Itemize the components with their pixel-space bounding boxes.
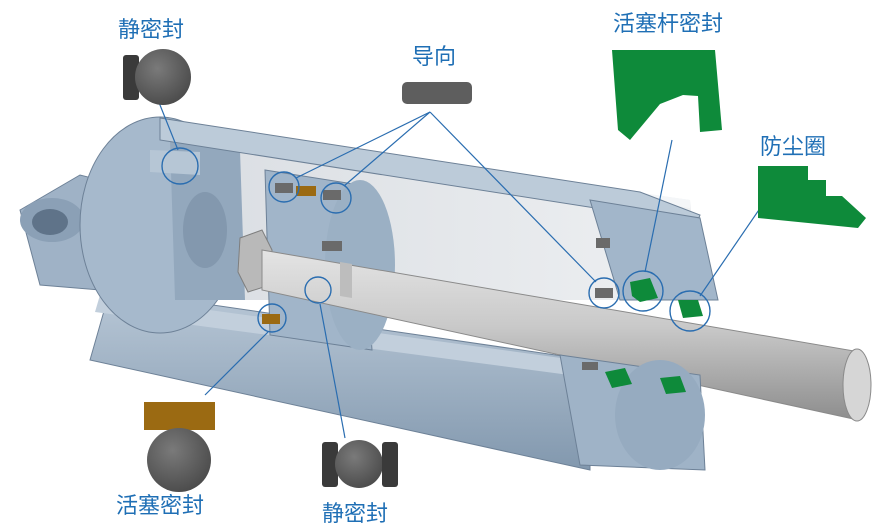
- guide-strip-icon: [402, 82, 472, 104]
- rod-seal-icon: [612, 50, 722, 140]
- label-static-seal-bottom: 静密封: [322, 502, 389, 527]
- label-rod-seal: 活塞杆密封: [613, 12, 724, 37]
- piston-seal-icon: [144, 402, 215, 492]
- label-dust-ring: 防尘圈: [760, 135, 827, 160]
- rear-end-cap: [19, 116, 245, 334]
- static-seal-icon-top: [123, 49, 191, 105]
- static-seal-icon-bottom: [322, 440, 398, 488]
- leader-lines: [157, 99, 779, 439]
- label-piston-seal: 活塞密封: [116, 494, 205, 519]
- label-guide: 导向: [412, 45, 457, 70]
- highlight-circles: [161, 147, 711, 333]
- dust-ring-icon: [758, 166, 866, 228]
- label-static-seal-top: 静密封: [118, 18, 185, 43]
- piston-rod: [261, 249, 872, 422]
- front-gland-head: [559, 199, 719, 471]
